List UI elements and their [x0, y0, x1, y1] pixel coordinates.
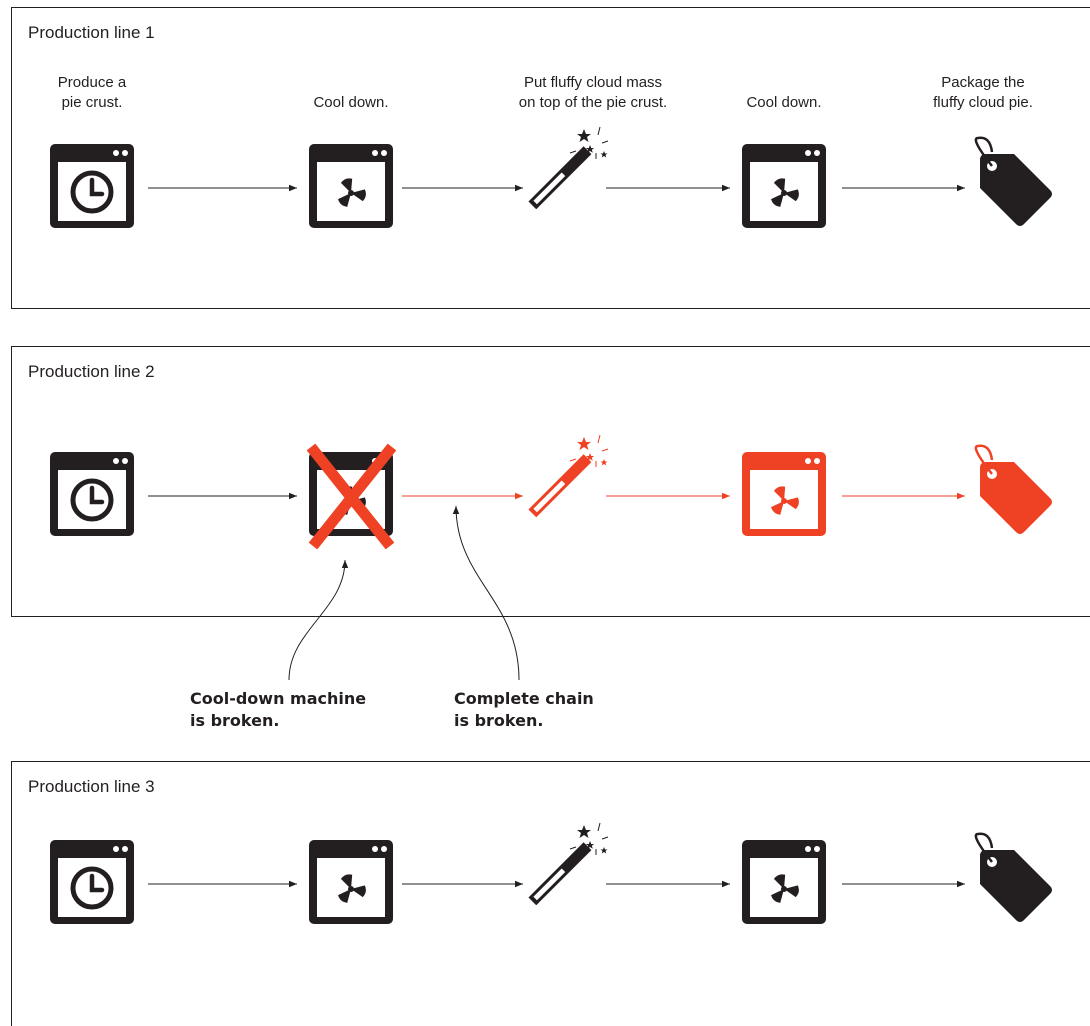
panel-title: Production line 2 [28, 362, 155, 381]
panel-title: Production line 1 [28, 23, 155, 42]
step-label-package: Package the fluffy cloud pie. [933, 74, 1033, 111]
production-line-2-panel: Production line 2 [11, 346, 1090, 617]
fan-machine-icon [309, 840, 393, 924]
production-line-1-panel: Production line 1 [11, 7, 1090, 309]
callout-leaders [288, 505, 520, 681]
panel-title: Production line 3 [28, 777, 155, 796]
magic-wand-icon [527, 822, 609, 906]
leader-machine-broken [288, 559, 349, 681]
timer-machine-icon [50, 452, 134, 536]
magic-wand-icon [527, 434, 609, 518]
magic-wand-icon [527, 126, 609, 210]
step-label-cool-down: Cool down. [313, 94, 389, 111]
callout-machine-broken: Cool-down machine is broken. [190, 689, 367, 730]
step-label-cool-down-2: Cool down. [746, 94, 822, 111]
fan-machine-icon [742, 452, 826, 536]
timer-machine-icon [50, 840, 134, 924]
price-tag-icon [974, 444, 1054, 536]
step-label-produce-crust: Produce a pie crust. [57, 74, 127, 111]
broken-x-icon [306, 443, 397, 550]
price-tag-icon [974, 832, 1054, 924]
fan-machine-icon [742, 840, 826, 924]
line-1-steps [50, 126, 1054, 228]
line-3-steps [50, 822, 1054, 924]
leader-chain-broken [452, 505, 520, 681]
callout-chain-broken: Complete chain is broken. [454, 689, 594, 730]
timer-machine-icon [50, 144, 134, 228]
fan-machine-icon [309, 144, 393, 228]
line-2-steps [50, 434, 1054, 550]
step-label-fluffy-cloud: Put fluffy cloud mass on top of the pie … [518, 74, 668, 111]
production-line-3-panel: Production line 3 [11, 761, 1090, 1026]
fan-machine-icon [742, 144, 826, 228]
price-tag-icon [974, 136, 1054, 228]
